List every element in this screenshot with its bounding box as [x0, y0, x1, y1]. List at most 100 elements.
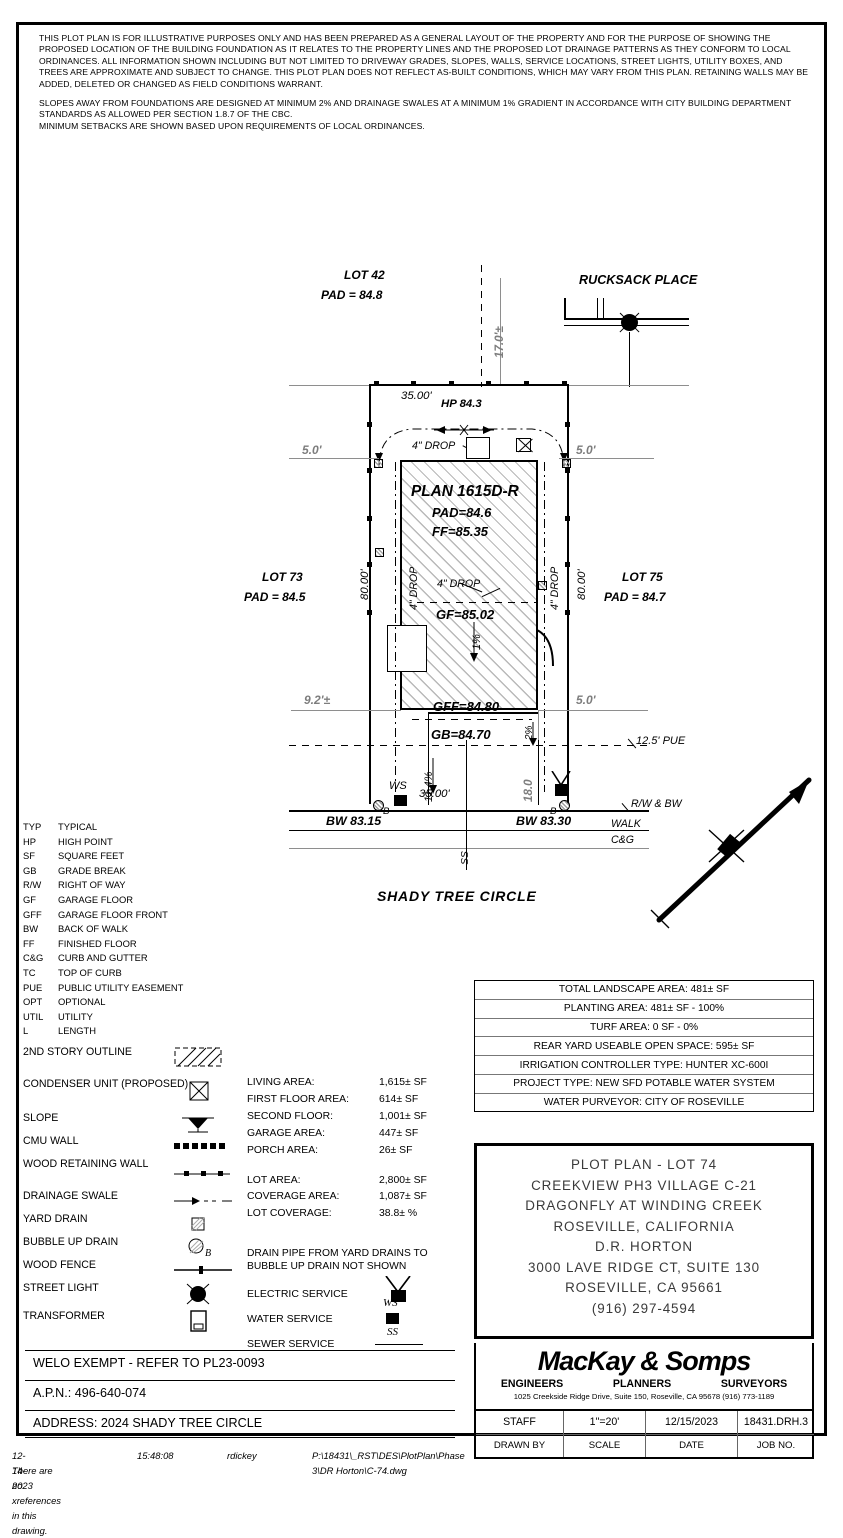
scale-label: SCALE: [588, 1440, 621, 1452]
legend-item-yard-drain: YARD DRAIN: [23, 1212, 238, 1233]
landscape-row: TOTAL LANDSCAPE AREA: 481± SF: [475, 981, 813, 1000]
apn-row: A.P.N.: 496-640-074: [25, 1380, 455, 1400]
left-depth-label: 80.00': [359, 569, 371, 600]
swale-right: [544, 462, 545, 792]
job-col-date: 12/15/2023 DATE: [646, 1411, 738, 1457]
job-col-staff: STAFF DRAWN BY: [476, 1411, 564, 1457]
gb-label: GB=84.70: [431, 727, 491, 742]
porch-box: [387, 625, 427, 672]
job-label: JOB NO.: [756, 1440, 796, 1452]
electric-service-icon: [551, 771, 571, 796]
left-property-line: [369, 384, 371, 804]
legend-label: BUBBLE UP DRAIN: [23, 1236, 119, 1248]
title-line-6: 3000 LAVE RIDGE CT, SUITE 130: [527, 1259, 760, 1275]
legend-item-condenser: CONDENSER UNIT (PROPOSED): [23, 1077, 238, 1109]
area-label: FIRST FLOOR AREA:: [247, 1093, 350, 1105]
abbr-meaning: GRADE BREAK: [58, 864, 126, 876]
wood-retaining-wall-icon: [174, 1167, 236, 1184]
street-light-icon: [174, 1282, 236, 1305]
sewer-service-icon: [375, 1344, 423, 1345]
area-row-garage: GARAGE AREA:447± SF: [247, 1126, 457, 1143]
driveway-edge-left: [428, 740, 429, 805]
house-footprint: [400, 460, 538, 710]
landscape-row: REAR YARD USEABLE OPEN SPACE: 595± SF: [475, 1037, 813, 1057]
driveway-offset-label: 18.0: [522, 779, 535, 802]
abbr-row: FF FINISHED FLOOR: [23, 937, 183, 952]
title-line-5: D.R. HORTON: [595, 1239, 693, 1254]
legend-label: WOOD RETAINING WALL: [23, 1158, 149, 1170]
bw-left-label: BW 83.15: [326, 814, 382, 828]
abbr-code: GFF: [23, 908, 42, 920]
abbr-row: GB GRADE BREAK: [23, 864, 183, 879]
gf-label: GF=85.02: [436, 607, 495, 622]
rucksack-stripe-2: [603, 298, 604, 320]
welo-row: WELO EXEMPT - REFER TO PL23-0093: [25, 1350, 455, 1370]
walk-line: [289, 830, 649, 831]
slope-114pct-arrow: [429, 758, 437, 794]
driveway-top: [428, 712, 538, 714]
rw-bw-label: R/W & BW: [631, 798, 682, 810]
right-property-line: [567, 384, 569, 804]
footer-time: 15:48:08: [137, 1450, 174, 1461]
lot42-pad: PAD = 84.8: [321, 288, 383, 302]
cmu-wall-icon: [174, 1136, 236, 1153]
area-schedule: LIVING AREA:1,615± SF FIRST FLOOR AREA:6…: [247, 1075, 457, 1223]
staff-label: DRAWN BY: [493, 1440, 546, 1452]
job-col-number: 18431.DRH.3 JOB NO.: [738, 1411, 814, 1457]
landscape-row: TURF AREA: 0 SF - 0%: [475, 1019, 813, 1038]
abbr-code: R/W: [23, 879, 42, 891]
area-label: LOT AREA:: [247, 1174, 301, 1186]
footer-user: rdickey: [227, 1450, 257, 1461]
yard-drain-icon-3: [375, 548, 384, 557]
abbr-meaning: TOP OF CURB: [58, 966, 122, 978]
lot75-name: LOT 75: [622, 570, 663, 584]
condenser-unit-icon: [516, 438, 531, 452]
abbr-code: GB: [23, 864, 37, 876]
scale-value: 1"=20': [564, 1411, 645, 1435]
rucksack-side: [564, 298, 566, 320]
ss-label: SS: [387, 1326, 398, 1338]
area-value: 2,800± SF: [379, 1174, 427, 1186]
bottom-width-label: 35.00': [419, 788, 450, 800]
landscape-row: PLANTING AREA: 481± SF - 100%: [475, 1000, 813, 1019]
transformer-icon: [174, 1310, 236, 1332]
driveway-left: [428, 712, 429, 740]
top-width-label: 35.00': [401, 390, 432, 402]
entry-door-swing: [536, 629, 554, 667]
legend-label: SLOPE: [23, 1112, 59, 1124]
setback-left-top-label: 5.0': [302, 443, 322, 457]
north-arrow-icon: [650, 777, 812, 929]
abbr-meaning: PUBLIC UTILITY EASEMENT: [58, 981, 184, 993]
rear-property-line: [369, 384, 569, 386]
lot42-name: LOT 42: [344, 268, 385, 282]
legend-item-wood-fence: WOOD FENCE: [23, 1258, 238, 1279]
service-row-electric: ELECTRIC SERVICE: [247, 1275, 457, 1302]
legend-item-transformer: TRANSFORMER: [23, 1309, 238, 1335]
job-value: 18431.DRH.3: [738, 1411, 814, 1435]
abbr-code: FF: [23, 937, 35, 949]
landscape-row: IRRIGATION CONTROLLER TYPE: HUNTER XC-60…: [475, 1056, 813, 1075]
staff-value: STAFF: [476, 1411, 563, 1435]
note-paragraph-3: MINIMUM SETBACKS ARE SHOWN BASED UPON RE…: [39, 120, 425, 131]
service-label: ELECTRIC SERVICE: [247, 1288, 348, 1300]
legend-label: TRANSFORMER: [23, 1310, 105, 1322]
abbr-meaning: FINISHED FLOOR: [58, 937, 137, 949]
pue-line: [289, 745, 649, 746]
area-row-second: SECOND FLOOR:1,001± SF: [247, 1109, 457, 1126]
slope-arrow-icon: [174, 1113, 236, 1133]
abbr-meaning: SQUARE FEET: [58, 850, 125, 862]
legend-label: CONDENSER UNIT (PROPOSED): [23, 1078, 189, 1090]
setback-right-top-label: 5.0': [576, 443, 596, 457]
slope-2pct-arrow: [529, 722, 537, 746]
abbr-code: GF: [23, 893, 37, 905]
ws-label: WS: [383, 1297, 398, 1309]
rucksack-stripe-1: [597, 298, 598, 320]
abbr-meaning: LENGTH: [58, 1025, 97, 1037]
